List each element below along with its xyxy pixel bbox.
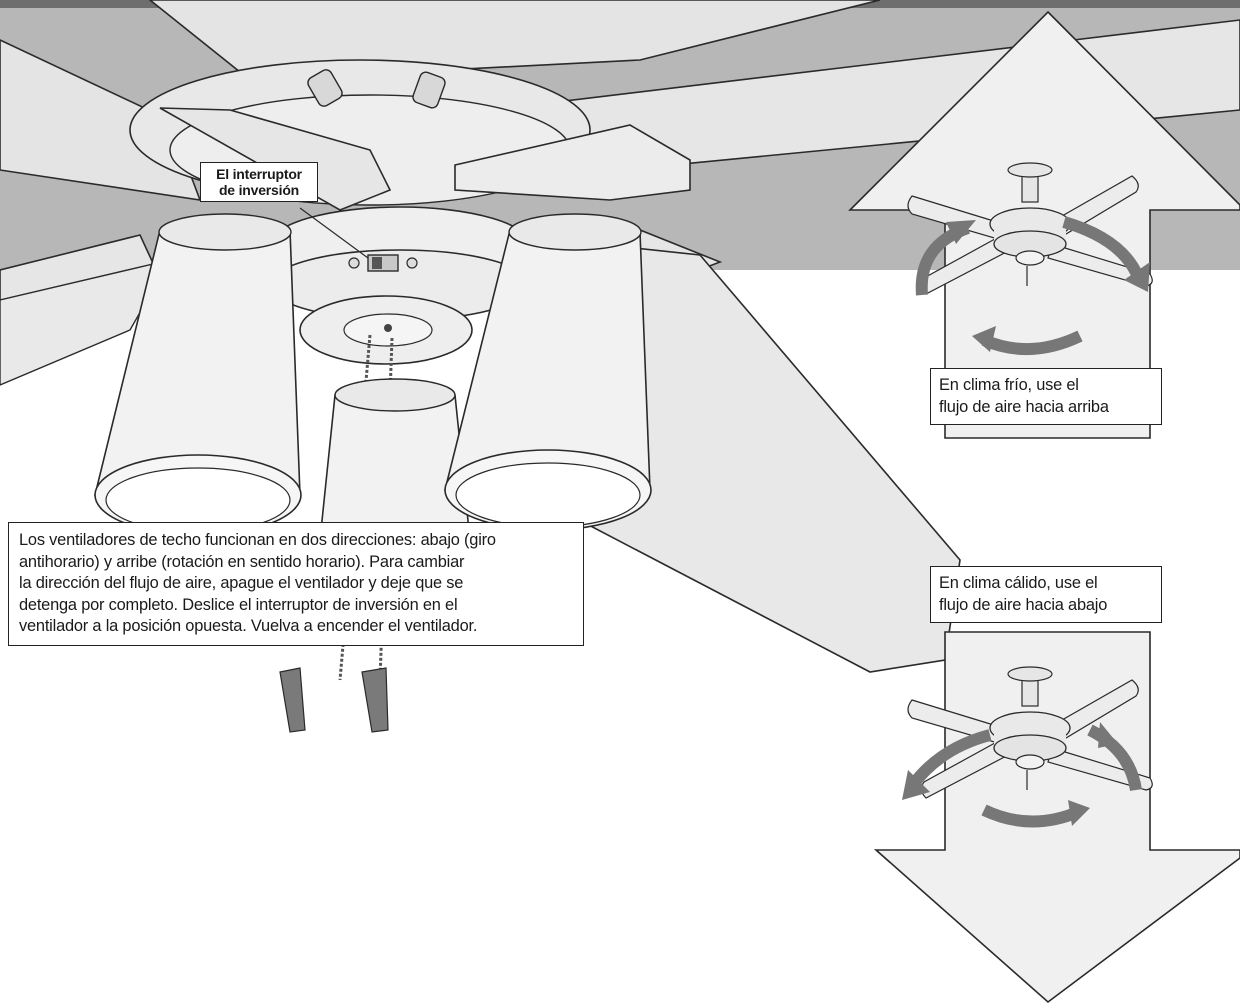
warm-weather-line: En clima cálido, use el bbox=[939, 573, 1153, 595]
cold-weather-callout: En clima frío, use el flujo de aire haci… bbox=[930, 368, 1162, 425]
cold-weather-line: En clima frío, use el bbox=[939, 375, 1153, 397]
instructions-line: antihorario) y arribe (rotación en senti… bbox=[19, 552, 575, 574]
instructions-line: detenga por completo. Deslice el interru… bbox=[19, 595, 575, 617]
instructions-line: la dirección del flujo de aire, apague e… bbox=[19, 573, 575, 595]
cold-weather-line: flujo de aire hacia arriba bbox=[939, 397, 1153, 419]
instructions-line: Los ventiladores de techo funcionan en d… bbox=[19, 530, 575, 552]
switch-label-line: de inversión bbox=[207, 182, 311, 198]
warm-weather-callout: En clima cálido, use el flujo de aire ha… bbox=[930, 566, 1162, 623]
warm-weather-line: flujo de aire hacia abajo bbox=[939, 595, 1153, 617]
instructions-callout: Los ventiladores de techo funcionan en d… bbox=[8, 522, 584, 646]
switch-label-line: El interruptor bbox=[207, 166, 311, 182]
switch-callout: El interruptor de inversión bbox=[200, 162, 318, 202]
instructions-line: ventilador a la posición opuesta. Vuelva… bbox=[19, 616, 575, 638]
